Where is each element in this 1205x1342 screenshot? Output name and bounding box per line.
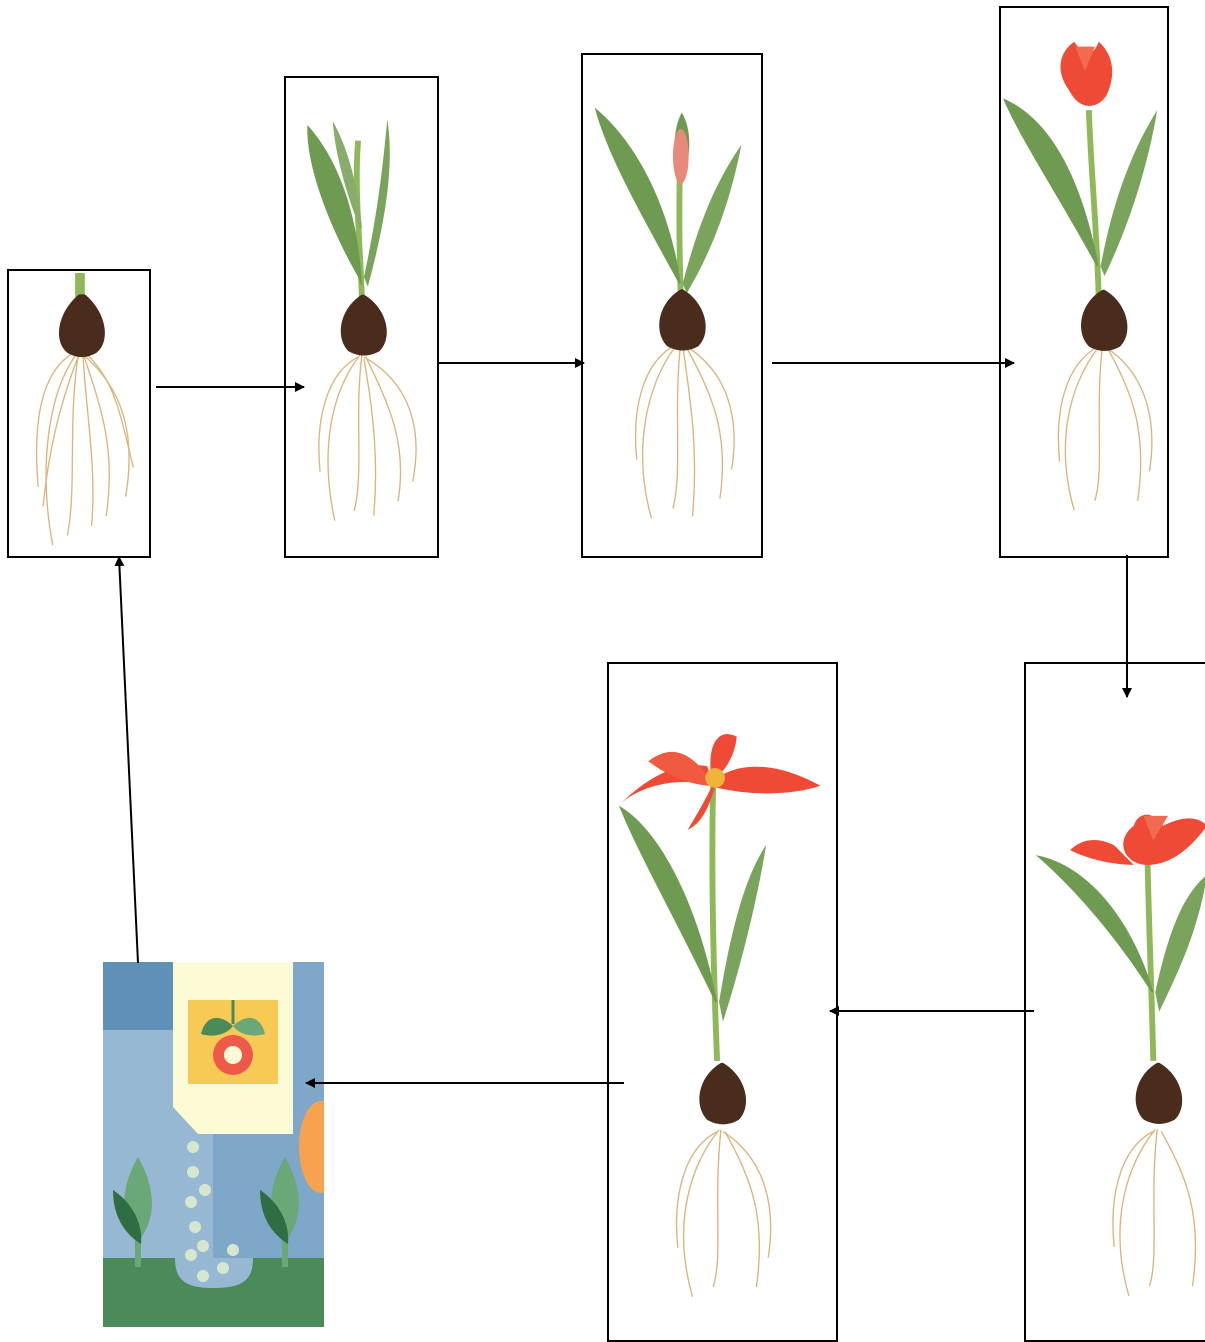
arrow-seeds-to-bulb	[114, 556, 139, 964]
stage-flower-bud	[581, 53, 763, 558]
stage-flower-bloom	[1024, 662, 1205, 1342]
tulip-open-flower-icon	[618, 734, 821, 1297]
tulip-bulb-icon	[35, 273, 135, 546]
stage-flower-fully-open	[607, 662, 838, 1342]
seed-packet	[103, 962, 324, 1327]
stage-leaves-sprouting	[284, 76, 439, 558]
tulip-bud-icon	[594, 107, 742, 519]
tulip-sprout-icon	[307, 119, 417, 521]
tulip-flower-icon	[1035, 814, 1205, 1297]
tulip-flower-icon	[1002, 41, 1158, 511]
seed-packet-icon	[103, 962, 324, 1327]
stage-bulb-roots	[7, 269, 151, 558]
stage-flower-opening	[999, 6, 1169, 558]
